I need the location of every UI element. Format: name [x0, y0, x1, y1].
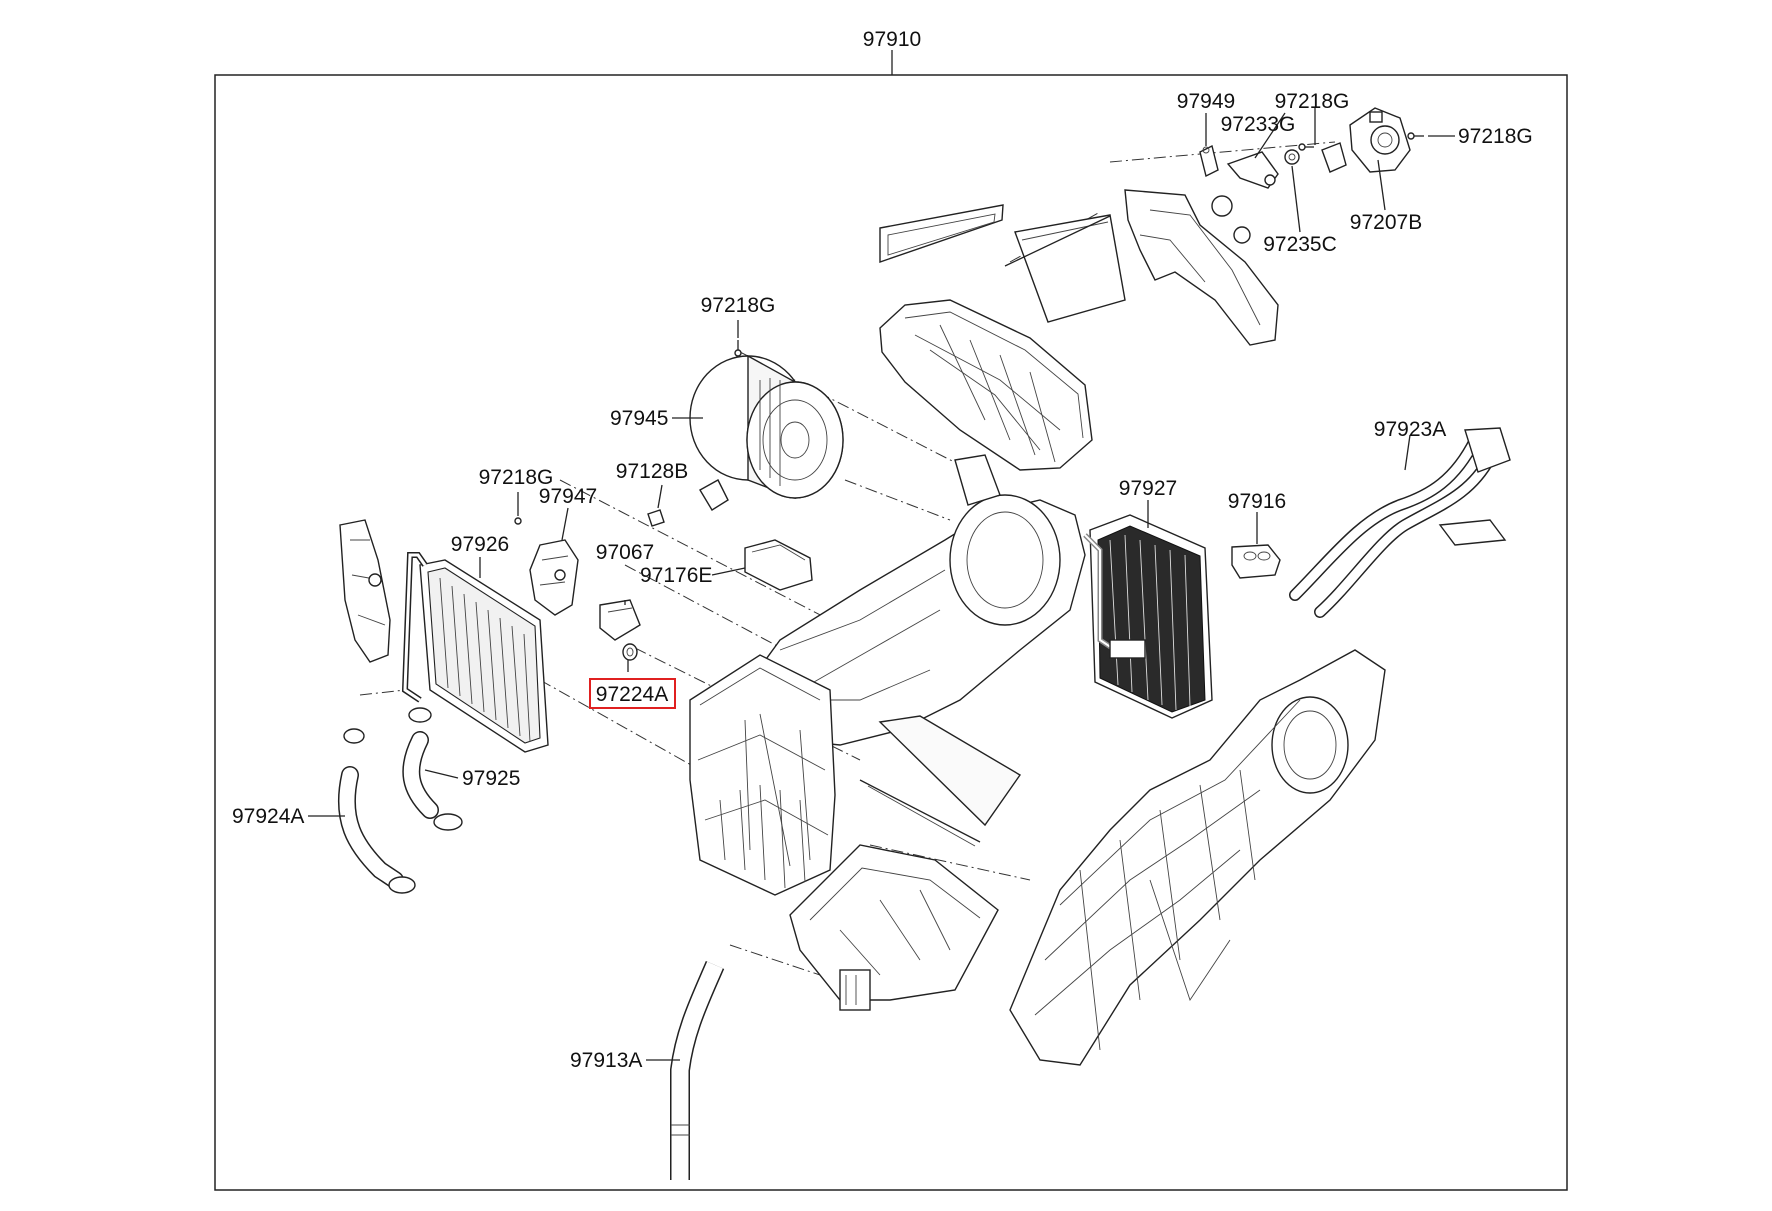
- link-97949-part[interactable]: [1199, 144, 1219, 178]
- label-97224A[interactable]: 97224A: [596, 683, 668, 706]
- blower-motor-part[interactable]: [689, 354, 844, 511]
- bracket-97067-part[interactable]: [599, 599, 641, 641]
- actuator-97207B-part[interactable]: [1349, 107, 1411, 173]
- label-97949[interactable]: 97949: [1177, 90, 1235, 113]
- label-97926[interactable]: 97926: [451, 533, 509, 556]
- screw-97218G-left[interactable]: [514, 517, 522, 525]
- cam-part[interactable]: [1321, 142, 1347, 173]
- label-97233G[interactable]: 97233G: [1221, 113, 1296, 136]
- label-97947[interactable]: 97947: [539, 485, 597, 508]
- screw-97218G-right[interactable]: [1407, 132, 1424, 140]
- label-97176E[interactable]: 97176E: [640, 564, 712, 587]
- grommet-97224A-part[interactable]: [622, 643, 638, 661]
- label-97945[interactable]: 97945: [610, 407, 668, 430]
- label-97916[interactable]: 97916: [1228, 490, 1286, 513]
- label-97925[interactable]: 97925: [462, 767, 520, 790]
- actuator-97947-part[interactable]: [529, 539, 579, 616]
- assembly-frame: [214, 74, 1568, 1191]
- right-case-part[interactable]: [1009, 649, 1386, 1066]
- door-flap-part[interactable]: [1004, 214, 1126, 323]
- label-97235C[interactable]: 97235C: [1263, 233, 1337, 256]
- blower-case-part[interactable]: [739, 454, 1086, 746]
- drain-pan-part[interactable]: [789, 844, 999, 1011]
- pipe-97923A-part[interactable]: [1289, 427, 1511, 618]
- center-filter-part[interactable]: [859, 715, 1022, 847]
- clip-97128B-part[interactable]: [647, 509, 665, 527]
- upper-duct-part[interactable]: [879, 299, 1093, 471]
- label-97128B[interactable]: 97128B: [616, 460, 688, 483]
- left-bracket-part[interactable]: [339, 519, 391, 663]
- label-97923A[interactable]: 97923A: [1374, 418, 1446, 441]
- label-97913A[interactable]: 97913A: [570, 1049, 642, 1072]
- screw-97218G-mid[interactable]: [734, 340, 742, 357]
- evaporator-part[interactable]: [1083, 514, 1213, 719]
- part-labels: 97949 97218G 97233G 97218G 97207B 97235C…: [232, 90, 1533, 1072]
- highlight-box: [589, 678, 676, 709]
- label-97207B[interactable]: 97207B: [1350, 211, 1422, 234]
- link-bracket-part[interactable]: [1124, 189, 1279, 346]
- label-97218G-left[interactable]: 97218G: [479, 466, 554, 489]
- label-97218G-mid[interactable]: 97218G: [701, 294, 776, 317]
- label-97218G-right[interactable]: 97218G: [1458, 125, 1533, 148]
- washer-97235C-part[interactable]: [1284, 149, 1300, 165]
- label-97218G-top[interactable]: 97218G: [1275, 90, 1350, 113]
- mid-housing-part[interactable]: [689, 654, 836, 896]
- label-97924A[interactable]: 97924A: [232, 805, 304, 828]
- filter-frame-part[interactable]: [879, 204, 1004, 263]
- hose-97924A-part[interactable]: [337, 766, 416, 894]
- leader-lines: [308, 108, 1455, 1061]
- seal-97916-part[interactable]: [1231, 544, 1281, 579]
- drain-hose-97913A-part[interactable]: [670, 961, 725, 1180]
- label-97910[interactable]: 97910: [863, 28, 921, 51]
- label-97067[interactable]: 97067: [596, 541, 654, 564]
- resistor-97176E-part[interactable]: [744, 539, 813, 591]
- lever-97233G-part[interactable]: [1226, 151, 1279, 189]
- screw-97218G-top[interactable]: [1298, 143, 1314, 151]
- hose-97925-part[interactable]: [343, 707, 463, 831]
- label-97927[interactable]: 97927: [1119, 477, 1177, 500]
- heater-core-part[interactable]: [401, 552, 549, 753]
